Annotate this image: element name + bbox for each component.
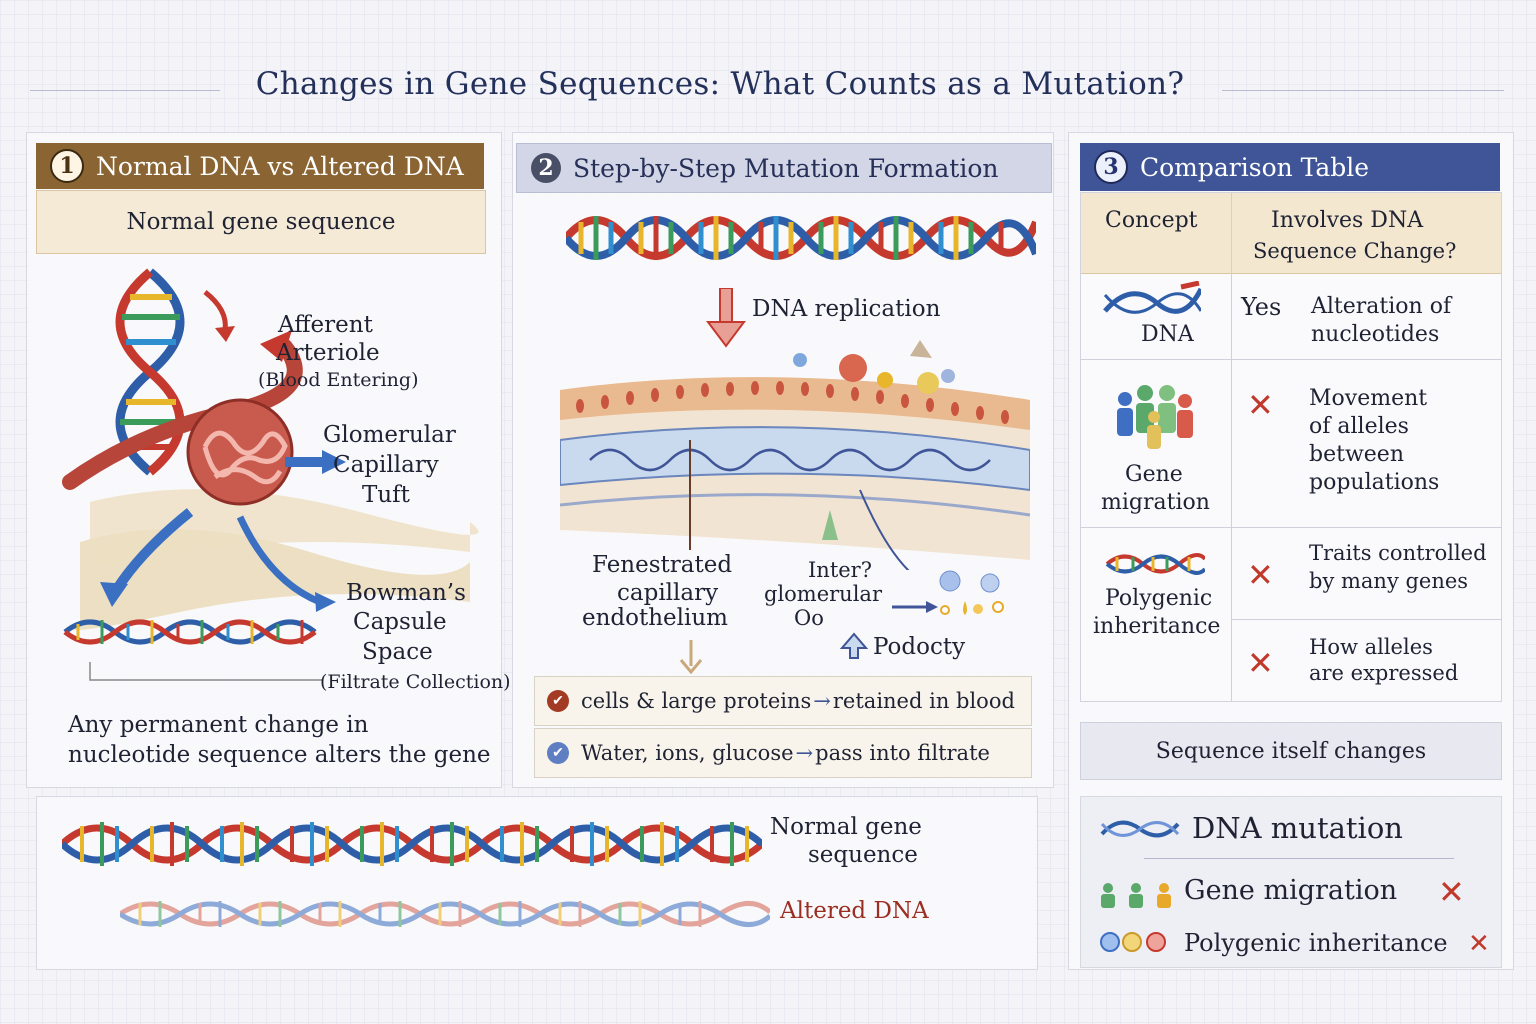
step-number-badge: 1 [50,149,84,183]
concept-inheritance: inheritance [1093,614,1221,639]
panel2-header-text: Step-by-Step Mutation Formation [573,153,999,183]
altered-dna-strand [120,901,770,927]
x-icon: ✕ [1247,386,1274,424]
title-rule-left [30,90,220,91]
row-divider [1231,619,1501,620]
label-arteriole: Arteriole [276,340,380,366]
desc-nucleotides: nucleotides [1311,322,1440,347]
desc-traits: Traits controlled [1309,541,1487,565]
panel3-header-text: Comparison Table [1140,152,1370,182]
dna-helix-top-icon [566,216,1036,260]
x-icon: ✕ [1468,929,1490,959]
alleles-circles-icon [1100,932,1166,952]
normal-dna-strand [62,822,762,866]
label-blood-entering: (Blood Entering) [258,369,419,391]
arrow-right-icon: → [813,689,831,713]
column-header-involves: Involves DNA [1271,208,1424,233]
label-altered-dna: Altered DNA [780,898,929,924]
desc-how-alleles: How alleles [1309,635,1433,659]
answer-yes: Yes [1241,293,1282,321]
label-glomerular: Glomerular [323,422,456,448]
panel1-subheader: Normal gene sequence [36,190,486,254]
title-rule-right [1222,90,1504,91]
column-header-concept: Concept [1105,208,1198,233]
label-tuft: Tuft [362,482,410,508]
label-oo: Oo [794,606,824,630]
arrow-down-icon [679,640,703,674]
desc-many-genes: by many genes [1309,569,1469,593]
desc-alteration: Alteration of [1311,294,1452,319]
desc-movement: Movement [1309,386,1428,411]
legend-gene-migration: Gene migration [1184,875,1398,906]
label-capillary-2: capillary [617,580,719,606]
filtrate-right: pass into filtrate [815,741,990,765]
kidney-dna-illustration [62,268,479,681]
arrow-down-icon [706,288,746,348]
row-divider [1081,359,1501,360]
summary-box: Sequence itself changes [1080,722,1502,780]
label-fenestrated: Fenestrated [592,552,733,578]
label-dna-replication: DNA replication [752,296,941,322]
concept-dna: DNA [1141,322,1194,347]
legend-polygenic: Polygenic inheritance [1184,929,1448,957]
people-group-icon [1117,385,1193,449]
x-icon: ✕ [1247,556,1274,594]
step-number-badge: 3 [1094,150,1128,184]
label-afferent: Afferent [278,312,373,338]
concept-gene: Gene [1125,462,1183,487]
label-capsule: Capsule [353,609,447,635]
label-filtrate-collection: (Filtrate Collection) [320,671,511,693]
dna-icon [1105,553,1205,575]
check-icon: ✔ [547,690,569,712]
retained-left: cells & large proteins [581,689,812,713]
table-header-row [1081,193,1501,274]
check-icon: ✔ [547,742,569,764]
desc-between: between [1309,442,1404,467]
panel-bottom-dna [36,796,1038,970]
step-number-badge: 2 [531,153,561,183]
legend-dna-mutation: DNA mutation [1192,811,1403,845]
arrow-right-icon: → [795,741,814,765]
caption-line-2: nucleotide sequence alters the gene [68,742,491,768]
retained-right: retained in blood [832,689,1015,713]
particle-arrow-illustration [892,570,1004,615]
column-header-sequence-change: Sequence Change? [1253,239,1457,263]
label-normal-gene: Normal gene [770,814,922,840]
desc-expressed: are expressed [1309,661,1459,685]
dna-icon [1103,281,1201,314]
comparison-table: Concept Involves DNA Sequence Change? DN… [1080,192,1502,702]
label-inter: Inter? [808,558,872,582]
label-glomerular-2: glomerular [764,582,882,606]
capillary-cross-section-illustration [560,340,1030,570]
panel1-header-text: Normal DNA vs Altered DNA [96,151,464,181]
column-divider [1231,193,1232,701]
dna-icon [1100,820,1180,838]
label-space: Space [362,639,433,665]
desc-of-alleles: of alleles [1309,414,1409,439]
concept-polygenic: Polygenic [1105,586,1213,611]
page-title: Changes in Gene Sequences: What Counts a… [255,66,1185,102]
label-normal-sequence: sequence [808,842,918,868]
label-capillary: Capillary [333,452,439,478]
legend-divider [1144,858,1454,859]
caption-line-1: Any permanent change in [68,712,369,738]
people-group-icon [1101,883,1171,908]
label-podocyte: Podocty [873,634,966,660]
concept-migration: migration [1101,490,1210,515]
filtrate-row: ✔ Water, ions, glucose → pass into filtr… [534,728,1032,778]
panel2-header: 2 Step-by-Step Mutation Formation [516,143,1052,193]
retained-row: ✔ cells & large proteins → retained in b… [534,676,1032,726]
label-bowmans: Bowman’s [346,580,466,606]
desc-populations: populations [1309,470,1440,495]
panel1-header: 1 Normal DNA vs Altered DNA [36,143,484,189]
arrow-up-icon [840,632,868,659]
panel3-header: 3 Comparison Table [1080,143,1500,191]
label-endothelium: endothelium [582,605,728,631]
x-icon: ✕ [1247,644,1274,682]
filtrate-left: Water, ions, glucose [581,741,794,765]
x-icon: ✕ [1438,873,1465,911]
row-divider [1081,527,1501,528]
